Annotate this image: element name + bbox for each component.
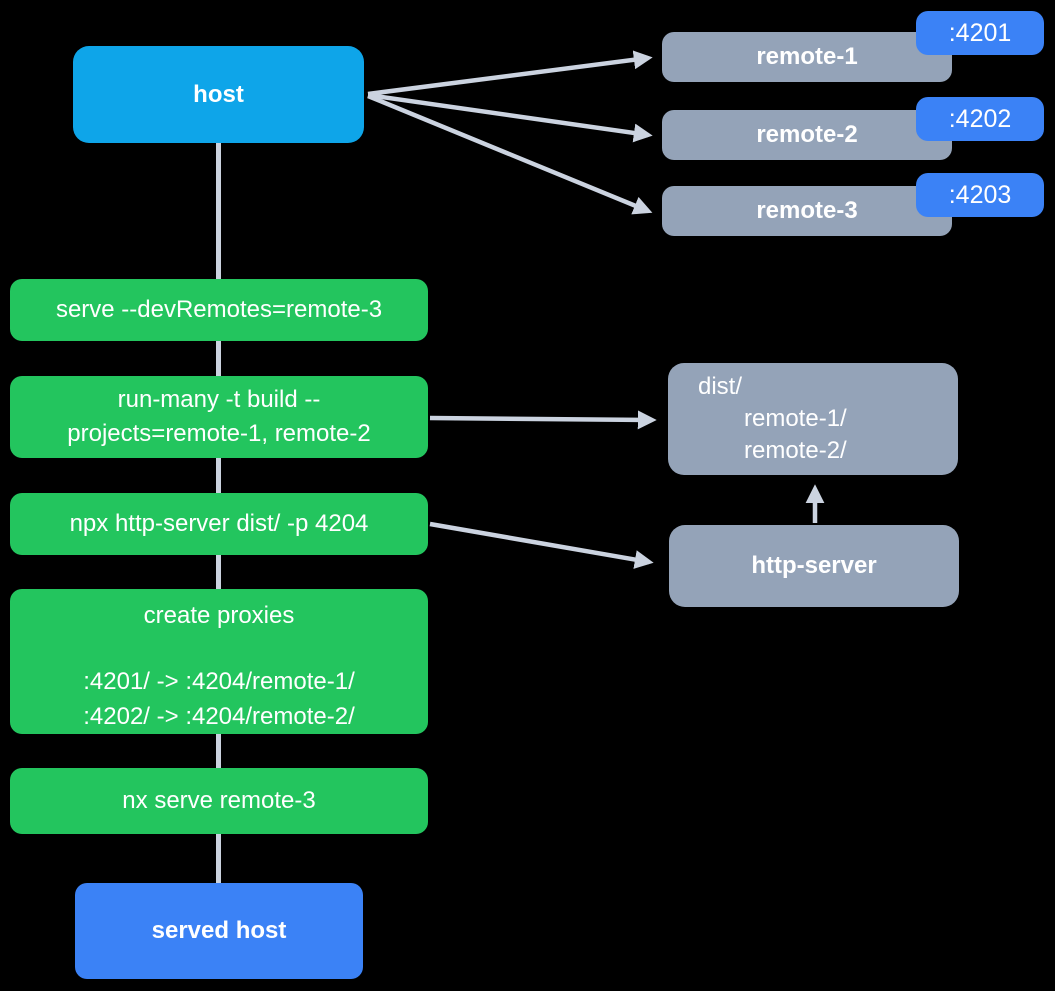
proxy-rule-2: :4202/ -> :4204/remote-2/ <box>83 703 355 730</box>
proxy-rule-1: :4201/ -> :4204/remote-1/ <box>83 668 355 695</box>
remote-1-node: remote-1 <box>662 32 952 82</box>
dist-folder-node: dist/ remote-1/ remote-2/ <box>668 363 958 475</box>
remote-3-label: remote-3 <box>756 197 858 224</box>
step-serve-dev-remotes: serve --devRemotes=remote-3 <box>10 279 428 341</box>
step-run-many-line1: run-many -t build -- <box>117 386 321 413</box>
step-npx-label: npx http-server dist/ -p 4204 <box>69 510 369 537</box>
step-nx-serve-remote-3: nx serve remote-3 <box>10 768 428 834</box>
host-to-remote-3-arrow <box>367 93 653 215</box>
dist-root-label: dist/ <box>698 373 743 400</box>
step-create-proxies: create proxies :4201/ -> :4204/remote-1/… <box>10 589 428 734</box>
remote-2-node: remote-2 <box>662 110 952 160</box>
create-proxies-title: create proxies <box>143 602 295 629</box>
step-npx-http-server: npx http-server dist/ -p 4204 <box>10 493 428 555</box>
remote-1-port-badge: :4201 <box>916 11 1044 55</box>
remote-1-label: remote-1 <box>756 43 858 70</box>
dist-child-2-label: remote-2/ <box>744 437 847 464</box>
remote-2-port-badge: :4202 <box>916 97 1044 141</box>
served-host-label: served host <box>151 917 287 944</box>
host-label: host <box>193 80 244 108</box>
build-to-dist-arrow <box>429 410 657 430</box>
remote-3-port-label: :4203 <box>948 180 1012 209</box>
remote-1-port-label: :4201 <box>948 18 1012 47</box>
served-host-node: served host <box>75 883 363 979</box>
http-server-node: http-server <box>669 525 959 607</box>
step-nx-serve-label: nx serve remote-3 <box>122 787 316 814</box>
npx-to-httpserver-arrow <box>429 521 654 569</box>
host-node: host <box>73 46 364 143</box>
step-run-many-line2: projects=remote-1, remote-2 <box>67 420 371 447</box>
host-to-remote-2-arrow <box>367 92 653 143</box>
remote-3-port-badge: :4203 <box>916 173 1044 217</box>
step-run-many-build: run-many -t build -- projects=remote-1, … <box>10 376 428 458</box>
remote-2-port-label: :4202 <box>948 104 1012 133</box>
remote-3-node: remote-3 <box>662 186 952 236</box>
dist-child-1-label: remote-1/ <box>744 405 847 432</box>
http-server-label: http-server <box>751 552 877 579</box>
step-serve-label: serve --devRemotes=remote-3 <box>55 296 383 323</box>
host-to-remote-1-arrow <box>367 50 653 97</box>
remote-2-label: remote-2 <box>756 121 858 148</box>
